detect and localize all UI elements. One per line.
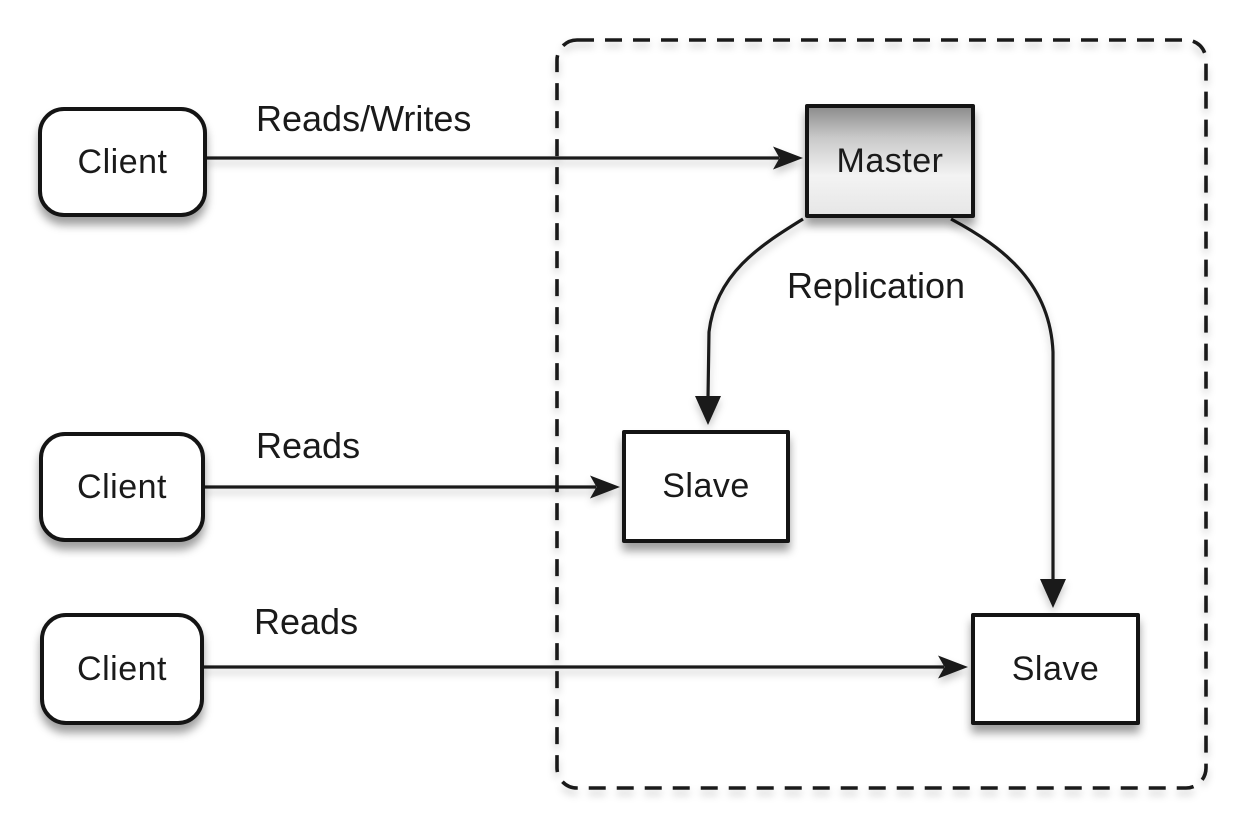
- node-client-bottom-label: Client: [77, 649, 167, 688]
- edge-master-to-slave-top-curve: [706, 217, 804, 399]
- edge-label-replication: Replication: [786, 265, 966, 306]
- node-client-middle-label: Client: [77, 467, 167, 506]
- edge-client-top-to-master-arrowhead-icon: [773, 146, 803, 170]
- edge-label-reads-middle: Reads: [256, 425, 361, 466]
- edge-label-reads-writes: Reads/Writes: [256, 98, 472, 139]
- node-master: Master: [805, 104, 975, 218]
- edge-master-to-slave-top-arrowhead-icon: [695, 396, 721, 425]
- node-slave-top: Slave: [622, 430, 790, 543]
- node-slave-bottom-label: Slave: [1011, 649, 1100, 688]
- edge-master-to-slave-bottom-arrowhead-icon: [1040, 579, 1066, 608]
- node-slave-top-label: Slave: [662, 467, 750, 505]
- node-master-label: Master: [836, 141, 944, 180]
- edge-client-middle-to-slave-top-arrowhead-icon: [590, 475, 620, 499]
- cluster-boundary-dashed-box: [555, 38, 1208, 790]
- node-client-top-label: Client: [77, 142, 168, 181]
- edge-label-reads-bottom: Reads: [254, 601, 359, 642]
- node-client-bottom: Client: [40, 613, 204, 725]
- node-slave-bottom: Slave: [971, 613, 1140, 725]
- node-client-middle: Client: [39, 432, 205, 542]
- node-client-top: Client: [38, 107, 207, 217]
- edge-master-to-slave-bottom-curve: [950, 217, 1055, 581]
- edge-client-bottom-to-slave-bottom-arrowhead-icon: [938, 655, 968, 679]
